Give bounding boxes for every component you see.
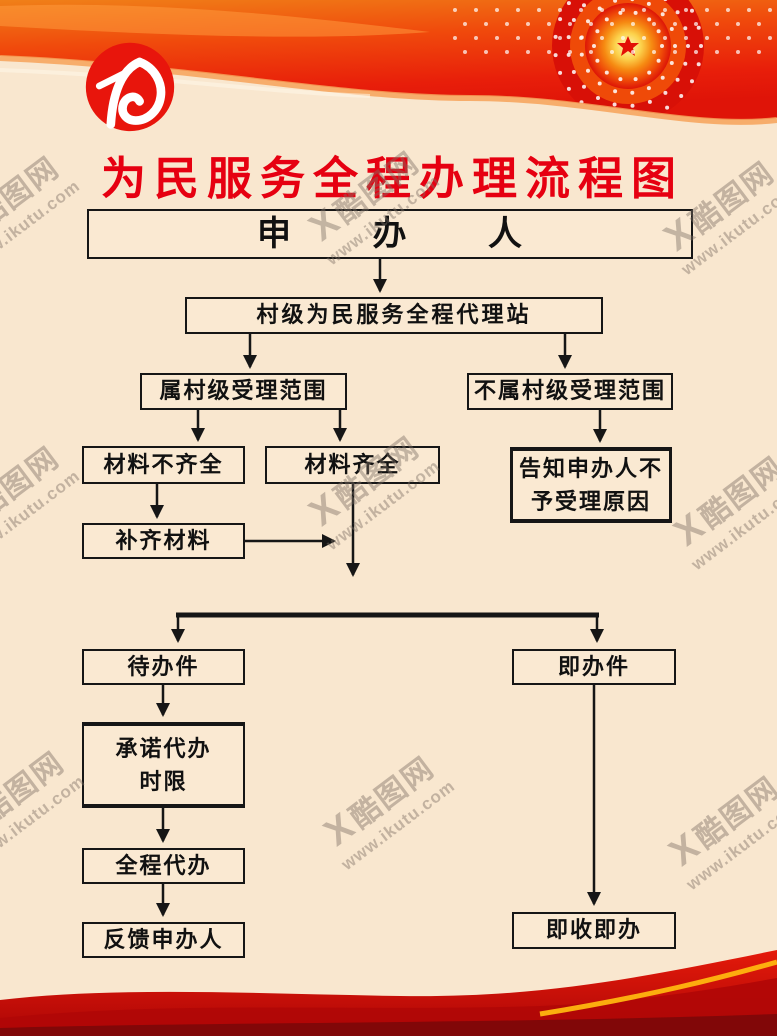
flow-node-applicant: 申 办 人 [87,209,693,259]
flow-node-receive: 即收即办 [512,912,676,949]
flow-node-promise-line2: 时限 [139,769,188,794]
flow-node-full-agency: 全程代办 [82,848,245,884]
flow-node-in-scope: 属村级受理范围 [140,373,347,410]
flow-node-notify: 告知申办人不 予受理原因 [510,447,672,523]
flow-node-promise: 承诺代办 时限 [82,722,245,808]
flow-node-supplement: 补齐材料 [82,523,245,559]
flow-node-complete: 材料齐全 [265,446,440,484]
flow-node-incomplete: 材料不齐全 [82,446,245,484]
header-wave-pale-stripe [0,68,371,98]
poster-title: 为民服务全程办理流程图 [100,153,684,204]
red-emblem-logo [85,42,175,132]
flow-node-immediate: 即办件 [512,649,676,685]
flow-node-feedback: 反馈申办人 [82,922,245,958]
header-highlight-band [0,4,430,37]
flow-node-pending: 待办件 [82,649,245,685]
flow-node-out-scope: 不属村级受理范围 [467,373,673,410]
header-wave-banner [0,0,777,125]
footer-bottom-band [0,1014,777,1036]
flow-node-notify-line1: 告知申办人不 [518,456,663,481]
flow-node-station: 村级为民服务全程代理站 [185,297,603,334]
great-hall-sunburst-decoration [453,0,772,120]
flow-node-promise-line1: 承诺代办 [115,736,212,761]
flow-node-notify-line2: 予受理原因 [530,489,651,514]
footer-wave-banner [0,950,777,1036]
footer-yellow-accent [539,959,777,1017]
